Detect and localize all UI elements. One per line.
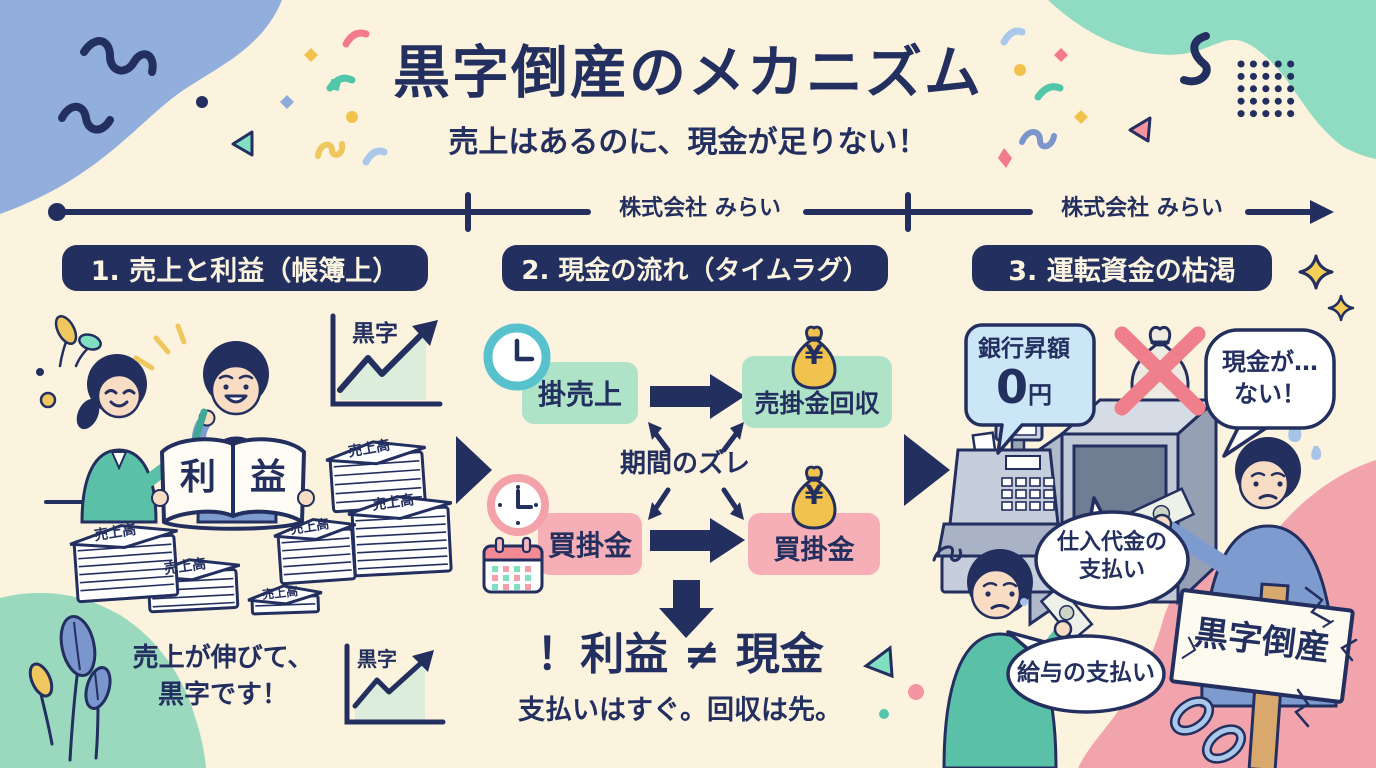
gap-label: 期間のズレ	[619, 449, 750, 479]
supplier-payment-line2: 支払い	[1078, 558, 1145, 583]
sparkle-icons	[1298, 254, 1355, 322]
bank-balance-label: 銀行昇額	[978, 336, 1070, 362]
no-cash-line2: ない！	[1234, 380, 1306, 408]
flow-arrows	[650, 374, 745, 638]
chain-icon	[1169, 696, 1247, 764]
bank-balance-bubble	[964, 323, 1096, 455]
book-label-left: 利	[179, 457, 216, 498]
supplier-payment-bubble	[1034, 496, 1190, 610]
yen-symbol: ¥	[804, 480, 824, 511]
mint-blob-top-right	[1048, 0, 1376, 159]
supplier-payment-line1: 仕入代金の	[1056, 530, 1167, 555]
section-arrow-2	[904, 434, 950, 506]
page-subtitle: 売上はあるのに、現金が足りない！	[448, 125, 928, 160]
gap-arrows	[648, 422, 744, 520]
section3-header: 3. 運転資金の枯渇	[972, 245, 1272, 291]
bankruptcy-sign	[1169, 582, 1358, 768]
yen-symbol: ¥	[804, 340, 824, 371]
woman-illustration	[76, 354, 183, 524]
credit-sales-box: 掛売上	[522, 362, 638, 424]
paper-stacks	[69, 440, 453, 616]
bank-zero: 0	[995, 360, 1028, 414]
section1-caption-line2: 黒字です！	[157, 680, 288, 710]
section2-header: 2. 現金の流れ（タイムラグ）	[502, 245, 888, 291]
leaf-decoration-small	[36, 314, 102, 409]
profit-chart	[330, 313, 443, 407]
payable-box-right: 買掛金	[748, 513, 880, 575]
mini-chart-label: 黒字	[357, 647, 397, 671]
leaf-decoration-large	[28, 614, 112, 762]
conclusion-equation: ！利益 ≠ 現金	[536, 629, 824, 680]
page-title: 黒字倒産のメカニズム	[393, 40, 983, 106]
x-mark-icon	[1114, 326, 1206, 416]
confetti-decorations	[58, 27, 1211, 168]
blue-blob	[0, 0, 282, 214]
payable-box-left: 買掛金	[538, 513, 642, 575]
section-arrow-1	[456, 436, 492, 504]
profit-book	[151, 437, 315, 531]
salary-payment-label: 給与の支払い	[1017, 660, 1155, 686]
no-cash-bubble	[1204, 328, 1336, 458]
no-cash-line1: 現金が…	[1222, 348, 1318, 376]
timeline	[48, 192, 1334, 232]
conclusion-note: 支払いはすぐ。回収は先。	[518, 695, 842, 726]
bank-unit: 円	[1028, 381, 1052, 409]
bank-balance-amount: 0円	[958, 360, 1090, 414]
section1-header: 1. 売上と利益（帳簿上）	[62, 245, 428, 291]
mini-profit-chart	[344, 643, 446, 725]
company-label-2: 株式会社 みらい	[1061, 196, 1223, 221]
salary-payment-bubble	[1006, 630, 1166, 714]
company-label-1: 株式会社 みらい	[619, 196, 781, 221]
section1-caption-line1: 売上が伸びて、	[132, 643, 314, 673]
book-label-right: 益	[249, 457, 286, 498]
chart-label: 黒字	[352, 321, 398, 347]
